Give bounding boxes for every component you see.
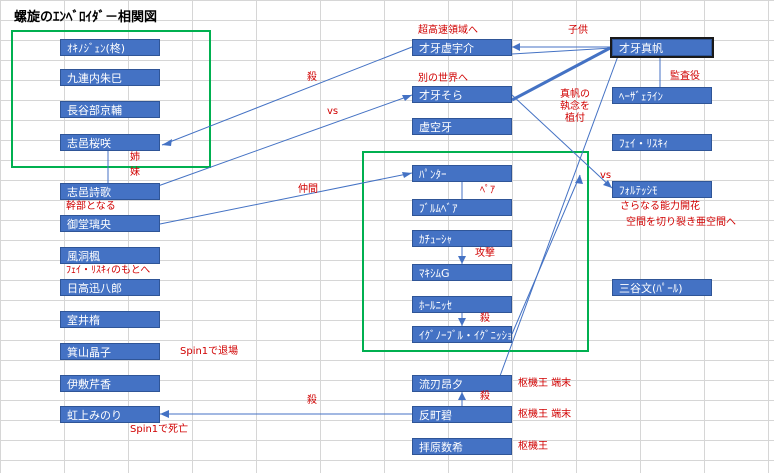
arrowhead-nijigami — [160, 410, 169, 418]
arrowhead-panther — [402, 172, 412, 178]
node-faylis[interactable]: ﾌｪｲ・ﾘｽｷｨ — [612, 134, 712, 151]
label-vs-1: vs — [327, 106, 339, 117]
arrowhead-uko — [512, 43, 520, 51]
label-chokosoku: 超高速領域へ — [418, 25, 478, 36]
arrowhead-ignoble-top — [575, 175, 583, 184]
arrowhead-sora — [402, 95, 412, 101]
node-hornet[interactable]: ﾎｰﾙﾆｯｾ — [412, 296, 512, 313]
line-ignoble-panther — [511, 174, 581, 335]
arrowhead-sakura — [162, 139, 172, 146]
label-kanbu: 幹部となる — [66, 201, 116, 212]
line-maho-uko-b — [511, 47, 613, 55]
arrowhead-fortessimo — [603, 180, 612, 188]
node-okinojie[interactable]: ｵｷﾉｼﾞｪﾝ(柊) — [60, 39, 160, 56]
label-spin1-taijo: Spin1で退場 — [180, 346, 239, 357]
label-kogeki: 攻撃 — [475, 248, 495, 259]
diagram-title: 螺旋のｴﾝﾍﾞﾛｲﾀﾞ－相関図 — [14, 10, 158, 25]
label-korosu-1: 殺 — [307, 72, 317, 83]
node-isa[interactable]: 伊敷芹香 — [60, 375, 160, 392]
node-shiyu-sakura[interactable]: 志邑桜咲 — [60, 134, 160, 151]
node-saiga-maho[interactable]: 才牙真帆 — [610, 37, 714, 58]
node-haibara[interactable]: 拝原数希 — [412, 438, 512, 455]
label-vs-2: vs — [600, 170, 612, 181]
label-faylis-moto: ﾌｪｲ・ﾘｽｷｨのもとへ — [66, 265, 151, 276]
node-mitake[interactable]: 御堂璃央 — [60, 215, 160, 232]
node-katyusha[interactable]: ｶﾁｭｰｼｬ — [412, 230, 512, 247]
node-saiga-sora[interactable]: 才牙そら — [412, 86, 512, 103]
node-mitanibun[interactable]: 三谷文(ﾊﾟｰﾙ) — [612, 279, 712, 296]
node-hasebe[interactable]: 長谷部京輔 — [60, 101, 160, 118]
node-kuon[interactable]: 九連内朱巳 — [60, 69, 160, 86]
node-hidaka[interactable]: 日高迅八郎 — [60, 279, 160, 296]
arrowhead-ruji — [458, 392, 466, 400]
label-korosu-3: 殺 — [307, 395, 317, 406]
node-shiyu-shiika[interactable]: 志邑詩歌 — [60, 183, 160, 200]
arrowhead-ignoble — [458, 318, 466, 326]
label-imouto: 妹 — [130, 167, 140, 178]
node-panther[interactable]: ﾊﾟﾝﾀｰ — [412, 165, 512, 182]
node-sorimachi[interactable]: 反町碧 — [412, 406, 512, 423]
node-maximg[interactable]: ﾏｷｼﾑG — [412, 264, 512, 281]
label-maho-shunen: 真帆の 執念を 植付 — [560, 89, 590, 124]
label-sukiou-1: 枢機王 端末 — [518, 378, 572, 389]
line-sora-shiika — [157, 94, 413, 187]
label-kodomo: 子供 — [568, 25, 588, 36]
line-uko-sakura — [161, 46, 413, 146]
node-ruji[interactable]: 流刃昂夕 — [412, 375, 512, 392]
label-korosu-4: 殺 — [480, 391, 490, 402]
label-spin1-shibo: Spin1で死亡 — [130, 424, 189, 435]
node-minoyama[interactable]: 箕山晶子 — [60, 343, 160, 360]
node-hazerein[interactable]: ﾍｰｻﾞｪﾗｲﾝ — [612, 87, 712, 104]
arrowhead-maximg — [458, 256, 466, 264]
label-sukiou-2: 枢機王 端末 — [518, 409, 572, 420]
label-nakama: 仲間 — [298, 184, 318, 195]
node-fortessimo[interactable]: ﾌｫﾙﾃｯｼﾓ — [612, 181, 712, 198]
node-nijigami[interactable]: 虹上みのり — [60, 406, 160, 423]
line-sora-fortessimo — [511, 94, 613, 189]
node-kazama[interactable]: 風洞楓 — [60, 247, 160, 264]
label-korosu-2: 殺 — [480, 313, 490, 324]
label-betsu: 別の世界へ — [418, 73, 468, 84]
node-muroi[interactable]: 室井楕 — [60, 311, 160, 328]
node-brubear[interactable]: ﾌﾞﾙﾑﾍﾞｱ — [412, 199, 512, 216]
node-ignoble[interactable]: ｲｸﾞﾉｰﾌﾞﾙ・ｲｸﾞﾆｯｼｮﾝ6人 — [412, 326, 512, 343]
label-kukan: 空間を切り裂き亜空間へ — [626, 217, 736, 228]
line-ruji-maho — [499, 55, 619, 377]
group-frame-left — [11, 30, 211, 168]
label-pair: ﾍﾟｱ — [480, 185, 495, 196]
node-kokuga[interactable]: 虚空牙 — [412, 118, 512, 135]
line-maho-sora — [511, 45, 613, 102]
label-kansayaku: 監査役 — [670, 71, 700, 82]
line-mitake-panther — [159, 172, 413, 225]
group-frame-center — [362, 151, 589, 352]
label-sarani: さらなる能力開花 — [620, 201, 700, 212]
label-ane: 姉 — [130, 152, 140, 163]
label-sukiou-3: 枢機王 — [518, 441, 548, 452]
node-saiga-uko[interactable]: 才牙虚宇介 — [412, 39, 512, 56]
